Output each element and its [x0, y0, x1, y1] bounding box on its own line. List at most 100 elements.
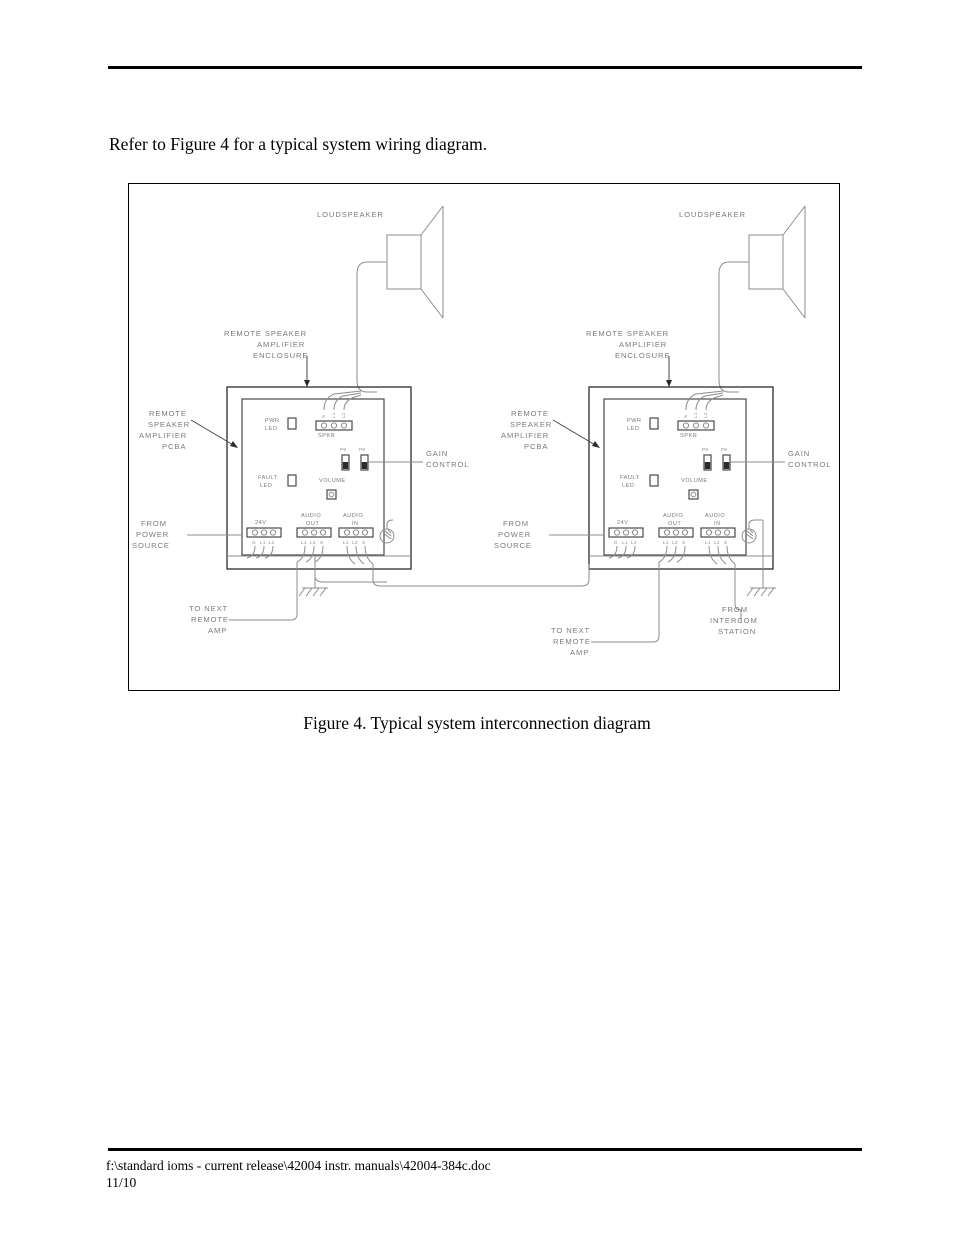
spkr-terminal-right-1: L1	[693, 412, 698, 418]
from-power-label-left-2: POWER	[136, 530, 169, 539]
tb-right-24v-term-1: L1	[622, 540, 628, 545]
gain-control-label-left-2: CONTROL	[426, 460, 469, 469]
jumper-block-left: P9 P8	[340, 447, 369, 471]
module-left: LOUDSPEAKER REMOTE SPEAKER AMPLIFIER ENC…	[132, 205, 469, 635]
tb-left-aout-term-1: L2	[310, 540, 316, 545]
spkr-terminal-block-right: SPKR S L1 L2	[677, 390, 724, 439]
enclosure-label-right-1: REMOTE SPEAKER	[586, 329, 669, 338]
tb-left-ain-title-0: AUDIO	[343, 513, 363, 519]
tb-right-ain-title-1: IN	[714, 521, 721, 527]
tb-right-ain-term-0: L1	[705, 540, 711, 545]
to-next-amp-label-left-1: TO NEXT	[189, 604, 228, 613]
spkr-terminal-left-1: L1	[331, 412, 336, 418]
enclosure-label-left-2: AMPLIFIER	[257, 340, 305, 349]
chassis-ground-right	[741, 519, 757, 544]
enclosure-label-right-3: ENCLOSURE	[615, 351, 670, 360]
loudspeaker-symbol-right	[748, 205, 806, 319]
pcba-label-right-1: REMOTE	[511, 409, 549, 418]
loudspeaker-label-left: LOUDSPEAKER	[317, 210, 384, 219]
tb-right-aout-term-0: L1	[663, 540, 669, 545]
figure-caption: Figure 4. Typical system interconnection…	[303, 713, 651, 733]
gain-control-label-right-1: GAIN	[788, 449, 810, 458]
enclosure-label-right-2: AMPLIFIER	[619, 340, 667, 349]
pcba-label-left-3: AMPLIFIER	[139, 431, 187, 440]
enclosure-label-left-1: REMOTE SPEAKER	[224, 329, 307, 338]
module-right: LOUDSPEAKER REMOTE SPEAKER AMPLIFIER ENC…	[494, 205, 831, 657]
tb-right-24v-term-2: L2	[631, 540, 637, 545]
enclosure-left	[226, 386, 412, 570]
tb-right-aout-term-2: S	[682, 540, 685, 545]
terminal-block-left-audio-out: AUDIO OUT L1 L2 S	[296, 513, 332, 563]
from-power-label-right-2: POWER	[498, 530, 531, 539]
fault-led-label-left-2: LED	[260, 483, 272, 489]
spkr-terminal-left-0: S	[321, 415, 326, 418]
tb-right-aout-term-1: L2	[672, 540, 678, 545]
jumper-label-right-p9: P9	[702, 447, 708, 452]
tb-right-24v-title-0: 24V	[617, 520, 628, 526]
pcba-label-right-2: SPEAKER	[510, 420, 552, 429]
from-power-label-left-3: SOURCE	[132, 541, 170, 550]
tb-left-24v-term-0: G	[252, 540, 256, 545]
tb-left-ain-term-2: S	[362, 540, 365, 545]
tb-left-aout-term-2: S	[320, 540, 323, 545]
from-power-label-left-1: FROM	[141, 519, 167, 528]
tb-left-aout-title-1: OUT	[306, 521, 319, 527]
tb-left-24v-title-0: 24V	[255, 520, 266, 526]
to-next-amp-label-left-3: AMP	[208, 626, 227, 635]
pcba-label-right-4: PCBA	[524, 442, 548, 451]
tb-right-24v-term-0: G	[614, 540, 618, 545]
volume-label-left: VOLUME	[319, 478, 346, 484]
footer-path: f:\standard ioms - current release\42004…	[106, 1158, 491, 1173]
pwr-led-left	[287, 417, 297, 430]
spkr-terminal-right-0: S	[683, 415, 688, 418]
jumper-block-right: P9 P8	[702, 447, 731, 471]
tb-left-ain-title-1: IN	[352, 521, 359, 527]
spkr-terminal-block-left: SPKR S L1 L2	[315, 390, 362, 439]
terminal-block-left-24v: 24V G L1 L2	[246, 520, 282, 559]
fault-led-label-right-1: FAULT	[620, 475, 640, 481]
spkr-block-label-left: SPKR	[318, 433, 335, 439]
terminal-block-right-audio-in: AUDIO IN L1 L2 S	[700, 513, 736, 565]
earth-ground-left	[298, 556, 328, 597]
pwr-led-right	[649, 417, 659, 430]
tb-left-aout-title-0: AUDIO	[301, 513, 321, 519]
page-footer: f:\standard ioms - current release\42004…	[106, 1158, 491, 1191]
intro-paragraph: Refer to Figure 4 for a typical system w…	[109, 134, 488, 154]
pwr-led-label-left-1: PWR	[265, 418, 280, 424]
tb-left-ain-term-0: L1	[343, 540, 349, 545]
fault-led-label-left-1: FAULT	[258, 475, 278, 481]
fault-led-label-right-2: LED	[622, 483, 634, 489]
jumper-label-left-p8: P8	[359, 447, 365, 452]
from-intercom-label-3: STATION	[718, 627, 756, 636]
tb-right-aout-title-1: OUT	[668, 521, 681, 527]
figure-frame: LOUDSPEAKER REMOTE SPEAKER AMPLIFIER ENC…	[128, 183, 840, 691]
pwr-led-label-right-2: LED	[627, 426, 639, 432]
inter-module-audio-bus	[314, 562, 590, 587]
pcba-label-left-4: PCBA	[162, 442, 186, 451]
jumper-label-right-p8: P8	[721, 447, 727, 452]
loudspeaker-symbol-left	[386, 205, 444, 319]
fault-led-left	[287, 474, 297, 487]
tb-right-ain-term-2: S	[724, 540, 727, 545]
from-power-label-right-3: SOURCE	[494, 541, 532, 550]
gain-control-label-right-2: CONTROL	[788, 460, 831, 469]
pcba-label-right-3: AMPLIFIER	[501, 431, 549, 440]
spkr-terminal-left-2: L2	[341, 412, 346, 418]
from-power-label-right-1: FROM	[503, 519, 529, 528]
pcba-label-left-2: SPEAKER	[148, 420, 190, 429]
enclosure-right	[588, 386, 774, 570]
pwr-led-label-left-2: LED	[265, 426, 277, 432]
jumper-label-left-p9: P9	[340, 447, 346, 452]
fault-led-right	[649, 474, 659, 487]
spkr-terminal-right-2: L2	[703, 412, 708, 418]
volume-pot-right	[688, 489, 699, 500]
to-next-amp-label-left-2: REMOTE	[191, 615, 229, 624]
to-next-amp-label-right-2: REMOTE	[553, 637, 591, 646]
spkr-block-label-right: SPKR	[680, 433, 697, 439]
footer-date: 11/10	[106, 1174, 137, 1190]
tb-left-aout-term-0: L1	[301, 540, 307, 545]
from-intercom-label-2: INTERCOM	[710, 616, 758, 625]
earth-ground-right	[746, 519, 776, 597]
tb-right-ain-title-0: AUDIO	[705, 513, 725, 519]
header-rule	[108, 66, 862, 69]
